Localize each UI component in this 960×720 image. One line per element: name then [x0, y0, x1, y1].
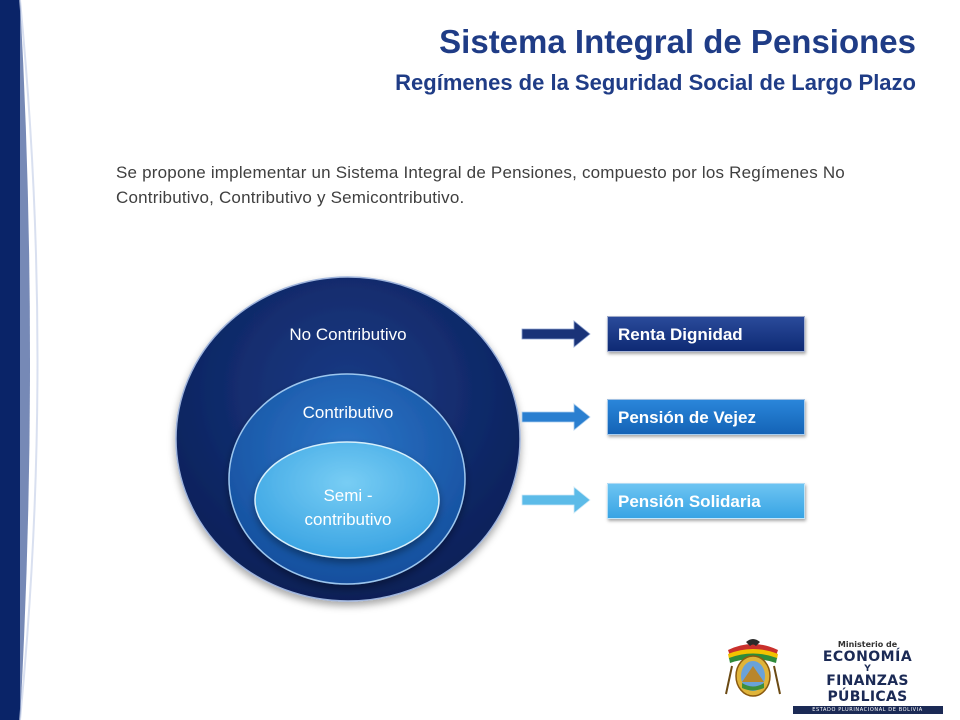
- outcome-renta-dignidad: Renta Dignidad: [607, 316, 805, 352]
- coat-of-arms-icon: [725, 639, 781, 697]
- logo-conj-text: Y: [864, 664, 871, 674]
- arrow-pension-vejez: [521, 403, 591, 431]
- arrow-renta-dignidad: [521, 320, 591, 348]
- logo-ministry-text: Ministerio de: [837, 640, 898, 649]
- page-subtitle: Regímenes de la Seguridad Social de Larg…: [395, 70, 916, 95]
- inner-ring-semi-contributivo: [254, 441, 440, 559]
- outcome-pension-vejez: Pensión de Vejez: [607, 399, 805, 435]
- logo-economia-text: ECONOMÍA: [822, 649, 913, 665]
- logo-finanzas-text: FINANZAS PÚBLICAS: [826, 673, 909, 705]
- ring-label-semi-contributivo: Semi - contributivo: [268, 484, 428, 532]
- arrow-pension-solidaria: [521, 486, 591, 514]
- ministry-logo: Ministerio de ECONOMÍA Y FINANZAS PÚBLIC…: [720, 636, 945, 714]
- page-title: Sistema Integral de Pensiones: [439, 23, 916, 60]
- ring-label-contributivo: Contributivo: [302, 403, 394, 422]
- semi-label-line2: contributivo: [304, 510, 392, 529]
- logo-band-text: ESTADO PLURINACIONAL DE BOLIVIA: [792, 706, 943, 714]
- outcome-pension-solidaria: Pensión Solidaria: [607, 483, 805, 519]
- intro-paragraph: Se propone implementar un Sistema Integr…: [116, 163, 845, 207]
- ring-label-no-contributivo: No Contributivo: [289, 325, 407, 344]
- semi-label-line1: Semi -: [323, 486, 373, 505]
